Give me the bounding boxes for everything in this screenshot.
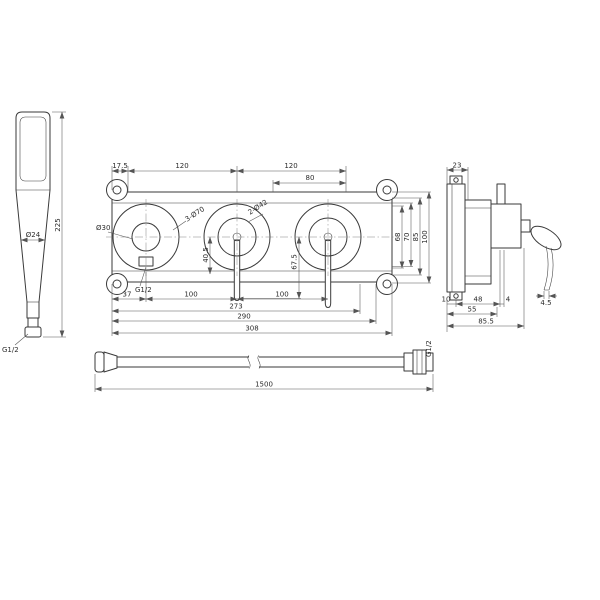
dim-label-hose-thread: G1/2 <box>425 340 433 357</box>
callout-leaders <box>107 213 264 287</box>
valve-front-dimensions: 17.5 120 120 80 68 70 85 100 40.5 67.5 3… <box>96 162 432 336</box>
hose-nut-facets <box>416 350 423 374</box>
dim-label-85: 85 <box>412 233 420 242</box>
center-lines <box>106 199 398 276</box>
hose-left-collar <box>103 351 118 373</box>
ear-lobe <box>376 179 398 201</box>
ear-hole <box>112 279 122 289</box>
valve-side-view: 23 10 48 4 55 85.5 4.5 <box>442 162 562 332</box>
hose-thread-tip <box>425 352 434 372</box>
dim-label-68: 68 <box>394 233 402 242</box>
hand-shower-view: 225 Ø24 G1/2 <box>2 111 66 354</box>
dim-label-4: 4 <box>506 296 511 304</box>
dim-label-48: 48 <box>474 296 483 304</box>
knurled-cap <box>490 203 522 249</box>
dim-label-100-a: 100 <box>184 291 197 299</box>
dim-label-80: 80 <box>306 174 315 182</box>
dim-label-4-5: 4.5 <box>540 299 551 307</box>
hose-break-marks <box>247 355 261 369</box>
tab-hole-bottom <box>453 293 459 299</box>
dim-label-120-left: 120 <box>175 162 188 170</box>
dim-label-10: 10 <box>442 296 451 304</box>
hose-tube <box>117 356 404 368</box>
ear-lobe <box>106 179 128 201</box>
callout-label-plug: Ø30 <box>96 224 110 232</box>
dim-label-40-5: 40.5 <box>202 247 210 263</box>
dim-label-290: 290 <box>237 313 250 321</box>
shower-head-face <box>19 116 47 182</box>
ear-hole <box>382 185 392 195</box>
dim-label-70: 70 <box>403 233 411 242</box>
hose-view: 1500 G1/2 <box>94 340 434 392</box>
valve-side-dimensions: 23 10 48 4 55 85.5 4.5 <box>442 162 557 332</box>
mounting-tab-top <box>449 175 463 185</box>
hand-shower-body <box>15 111 51 319</box>
body-rails <box>112 202 392 272</box>
handle-grip <box>530 225 562 251</box>
dim-label-100-right: 100 <box>421 230 429 243</box>
valve-front-view: 17.5 120 120 80 68 70 85 100 40.5 67.5 3… <box>96 162 432 336</box>
handle-nut <box>24 326 42 338</box>
mounting-tab-bottom <box>449 291 463 301</box>
ear-hole <box>382 279 392 289</box>
handle-connector <box>27 317 39 328</box>
hose-dimensions: 1500 G1/2 <box>94 340 434 392</box>
dim-label-55: 55 <box>468 306 477 314</box>
dim-label-1500: 1500 <box>255 381 273 389</box>
hose-left-cap <box>94 351 105 373</box>
wall-plate <box>446 183 466 293</box>
thread-leader <box>14 333 29 346</box>
dim-label-length: 225 <box>54 218 62 231</box>
callout-label-outlet-thread: G1/2 <box>135 286 152 294</box>
dim-label-85-5: 85.5 <box>478 318 494 326</box>
dim-label-308: 308 <box>245 325 258 333</box>
ear-hole <box>112 185 122 195</box>
dim-label-17-5: 17.5 <box>112 162 128 170</box>
dim-label-23: 23 <box>453 162 462 170</box>
dim-label-inlet-thread: G1/2 <box>2 346 19 354</box>
callout-label-holes: 3-Ø70 <box>184 205 206 223</box>
valve-body-side <box>464 199 492 285</box>
dim-label-273: 273 <box>229 303 242 311</box>
hose-right-collar <box>403 352 414 372</box>
handle-tail <box>543 245 554 291</box>
dim-label-37: 37 <box>123 291 132 299</box>
handle-stem <box>520 219 531 233</box>
tab-hole-top <box>453 177 459 183</box>
dim-label-67-5: 67.5 <box>291 254 299 270</box>
hand-shower-dimensions: 225 Ø24 G1/2 <box>2 111 66 354</box>
valve-body-side-details <box>465 207 491 277</box>
mounting-ears <box>106 179 398 295</box>
dim-label-120-right: 120 <box>284 162 297 170</box>
fixing-screw <box>496 183 506 205</box>
dim-label-100-b: 100 <box>275 291 288 299</box>
extension-lines <box>446 167 550 332</box>
ear-lobe <box>376 273 398 295</box>
dim-label-head-diameter: Ø24 <box>26 231 41 239</box>
